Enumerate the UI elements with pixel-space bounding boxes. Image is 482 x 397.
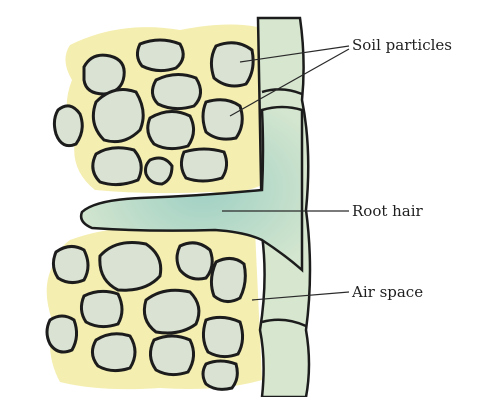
soil-particle xyxy=(181,149,226,181)
air-space-label: Air space xyxy=(352,285,423,300)
soil-particle xyxy=(177,243,212,279)
soil-particle xyxy=(92,334,135,371)
soil-particle xyxy=(144,290,199,333)
soil-particle xyxy=(211,43,253,86)
soil-particle xyxy=(146,158,173,184)
soil-particle xyxy=(47,316,77,352)
soil-particle xyxy=(137,40,183,71)
soil-particles-label: Soil particles xyxy=(352,38,452,53)
soil-particle xyxy=(93,90,143,142)
soil-particle xyxy=(84,55,124,94)
root-hair-label: Root hair xyxy=(352,204,423,219)
soil-particle xyxy=(148,111,194,148)
soil-particle xyxy=(211,258,245,301)
soil-particle xyxy=(203,100,242,139)
soil-particle xyxy=(81,291,122,326)
soil-particle xyxy=(152,74,200,108)
soil-particle xyxy=(100,243,161,291)
soil-particle xyxy=(93,148,141,185)
soil-particle xyxy=(203,317,242,356)
soil-particle xyxy=(53,246,88,282)
soil-particle xyxy=(54,106,82,146)
soil-particle xyxy=(203,361,237,389)
soil-particle xyxy=(150,336,193,375)
